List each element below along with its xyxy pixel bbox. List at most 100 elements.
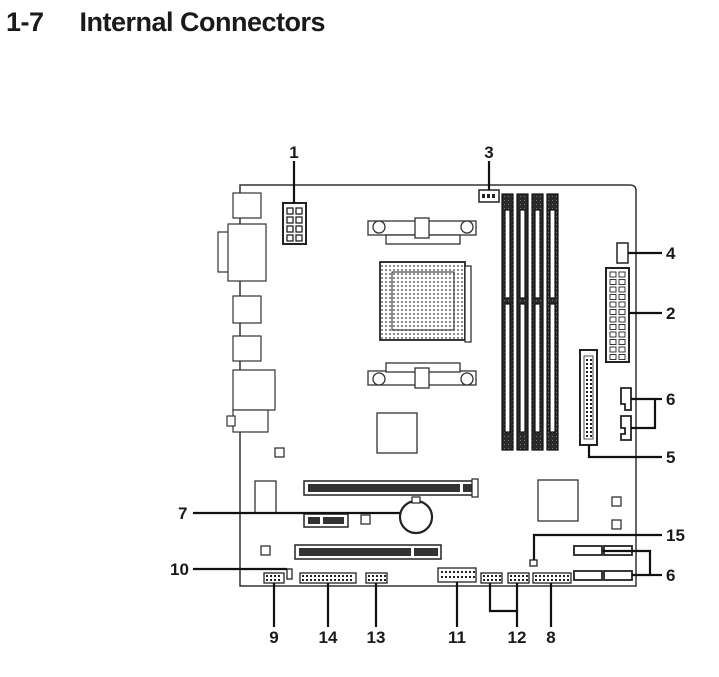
pin <box>499 579 501 581</box>
pin <box>376 575 378 577</box>
ide-connector <box>579 349 598 446</box>
callout-10: 10 <box>170 560 189 579</box>
pin <box>510 575 512 577</box>
pin <box>590 383 592 385</box>
pin <box>278 575 280 577</box>
pin <box>618 324 626 330</box>
pcie-x1-slot <box>303 513 349 528</box>
callout-9: 9 <box>269 628 278 647</box>
pin <box>609 324 617 330</box>
pin <box>342 579 344 581</box>
pin <box>539 575 541 577</box>
pin <box>461 571 463 573</box>
pin <box>586 399 588 401</box>
pin <box>555 575 557 577</box>
pin <box>559 575 561 577</box>
pin <box>274 579 276 581</box>
pin <box>618 339 626 345</box>
pin <box>609 279 617 285</box>
atx-12v-connector <box>282 202 307 245</box>
atx-24pin-connector <box>605 267 630 363</box>
pin <box>590 411 592 413</box>
pin <box>310 575 312 577</box>
callout-13: 13 <box>367 628 386 647</box>
pin <box>266 575 268 577</box>
pin <box>551 579 553 581</box>
pin <box>368 575 370 577</box>
board-outline <box>239 184 637 587</box>
pin <box>522 579 524 581</box>
pin <box>590 399 592 401</box>
pin <box>609 294 617 300</box>
pin <box>609 271 617 278</box>
pin <box>618 331 626 338</box>
pin <box>586 367 588 369</box>
pin <box>586 419 588 421</box>
pin <box>586 423 588 425</box>
pin <box>590 363 592 365</box>
pin <box>346 579 348 581</box>
pin <box>590 423 592 425</box>
pin <box>590 375 592 377</box>
pin <box>618 301 626 308</box>
pin <box>609 331 617 338</box>
pin <box>302 579 304 581</box>
callout-14: 14 <box>319 628 338 647</box>
pin <box>338 579 340 581</box>
dimm-slots <box>501 193 559 451</box>
pin <box>609 346 617 353</box>
pin <box>567 575 569 577</box>
pin <box>609 316 617 323</box>
pin <box>483 579 485 581</box>
pin <box>334 575 336 577</box>
pin <box>590 367 592 369</box>
callout-1: 1 <box>289 143 298 162</box>
pin <box>563 579 565 581</box>
chipsets <box>254 412 622 556</box>
pin <box>590 415 592 417</box>
pin <box>514 575 516 577</box>
pin <box>457 576 459 578</box>
pin <box>590 379 592 381</box>
pin <box>590 407 592 409</box>
pin <box>559 579 561 581</box>
section-number: 1-7 <box>6 6 44 37</box>
pin <box>586 403 588 405</box>
pin <box>495 575 497 577</box>
pci-slot <box>294 544 442 560</box>
pin <box>334 579 336 581</box>
pin <box>499 575 501 577</box>
callout-7: 7 <box>178 504 187 523</box>
pin <box>368 579 370 581</box>
callout-8: 8 <box>546 628 555 647</box>
pin <box>278 579 280 581</box>
pin <box>495 579 497 581</box>
pin <box>384 575 386 577</box>
cpu-fan-header <box>478 189 500 203</box>
pin <box>518 575 520 577</box>
pin <box>380 575 382 577</box>
pin <box>469 576 471 578</box>
pin <box>590 435 592 437</box>
pin <box>469 571 471 573</box>
callout-5: 5 <box>666 448 675 467</box>
pin <box>555 579 557 581</box>
pin <box>539 579 541 581</box>
pin <box>380 579 382 581</box>
pin <box>453 571 455 573</box>
pin <box>526 579 528 581</box>
pin <box>441 576 443 578</box>
pin <box>547 579 549 581</box>
pin <box>586 383 588 385</box>
pin <box>491 575 493 577</box>
callout-11: 11 <box>448 628 466 647</box>
pin <box>586 407 588 409</box>
pin <box>543 575 545 577</box>
pin <box>465 571 467 573</box>
pin <box>473 571 475 573</box>
pin <box>322 579 324 581</box>
pin <box>586 431 588 433</box>
pin <box>473 576 475 578</box>
pin <box>483 575 485 577</box>
pin <box>535 575 537 577</box>
